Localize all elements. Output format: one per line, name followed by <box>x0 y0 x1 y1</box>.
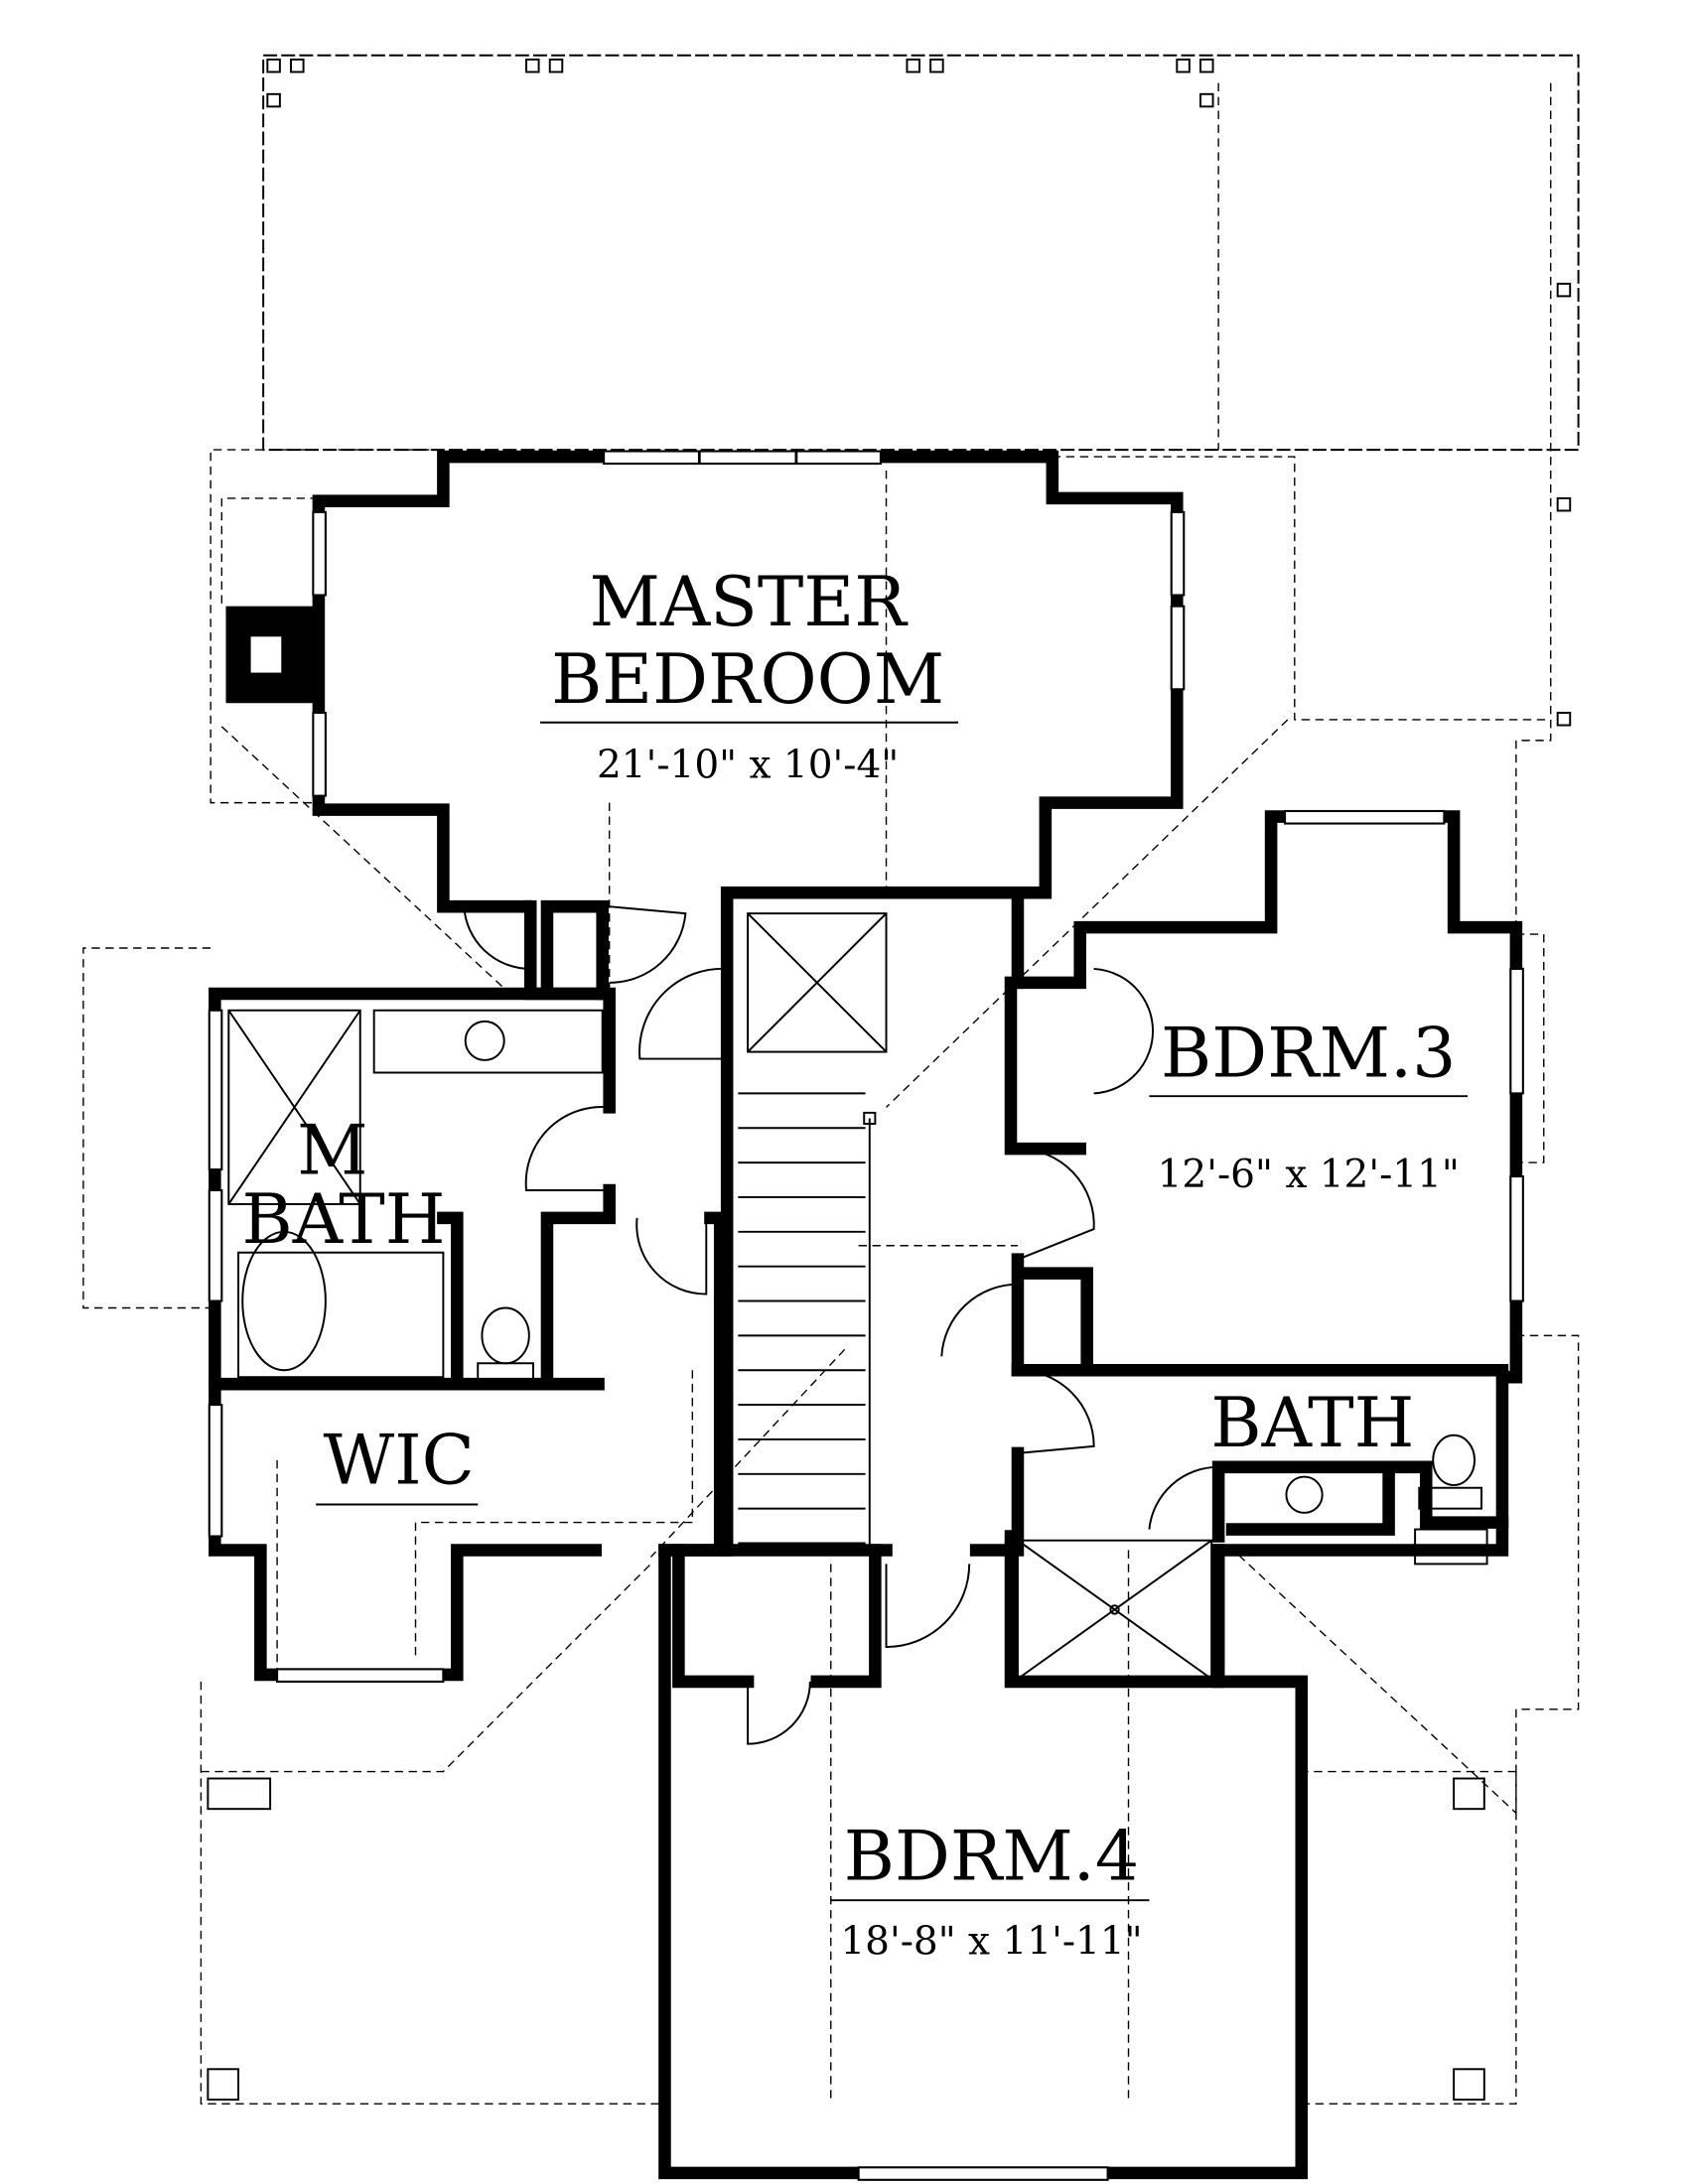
master-bedroom-dimensions: 21'-10" x 10'-4" <box>597 744 899 788</box>
master-bedroom-name-line2: BEDROOM <box>551 639 944 720</box>
bdrm3-name: BDRM.3 <box>1161 1014 1456 1094</box>
bdrm4-dimensions: 18'-8" x 11'-11" <box>840 1920 1142 1965</box>
m-bath-name-line2: BATH <box>242 1179 446 1260</box>
master-bedroom-name-line1: MASTER <box>589 562 909 642</box>
wic-name: WIC <box>324 1421 475 1501</box>
walls <box>209 450 1523 2180</box>
bdrm3-label: BDRM.3 12'-6" x 12'-11" <box>1149 1014 1469 1197</box>
master-bedroom-label: MASTER BEDROOM 21'-10" x 10'-4" <box>539 562 959 788</box>
m-bath-label: M BATH <box>242 1110 446 1260</box>
windows <box>208 450 1524 2181</box>
wic-label: WIC <box>316 1421 479 1506</box>
fixtures <box>227 905 1488 1745</box>
roof-outline <box>82 54 1580 2105</box>
bath-label: BATH <box>1210 1383 1414 1463</box>
bdrm4-label: BDRM.4 18'-8" x 11'-11" <box>830 1816 1150 1965</box>
bath-name: BATH <box>1210 1383 1414 1463</box>
m-bath-name-line1: M <box>297 1110 367 1190</box>
bdrm4-name: BDRM.4 <box>844 1816 1139 1896</box>
bdrm3-dimensions: 12'-6" x 12'-11" <box>1158 1153 1460 1197</box>
